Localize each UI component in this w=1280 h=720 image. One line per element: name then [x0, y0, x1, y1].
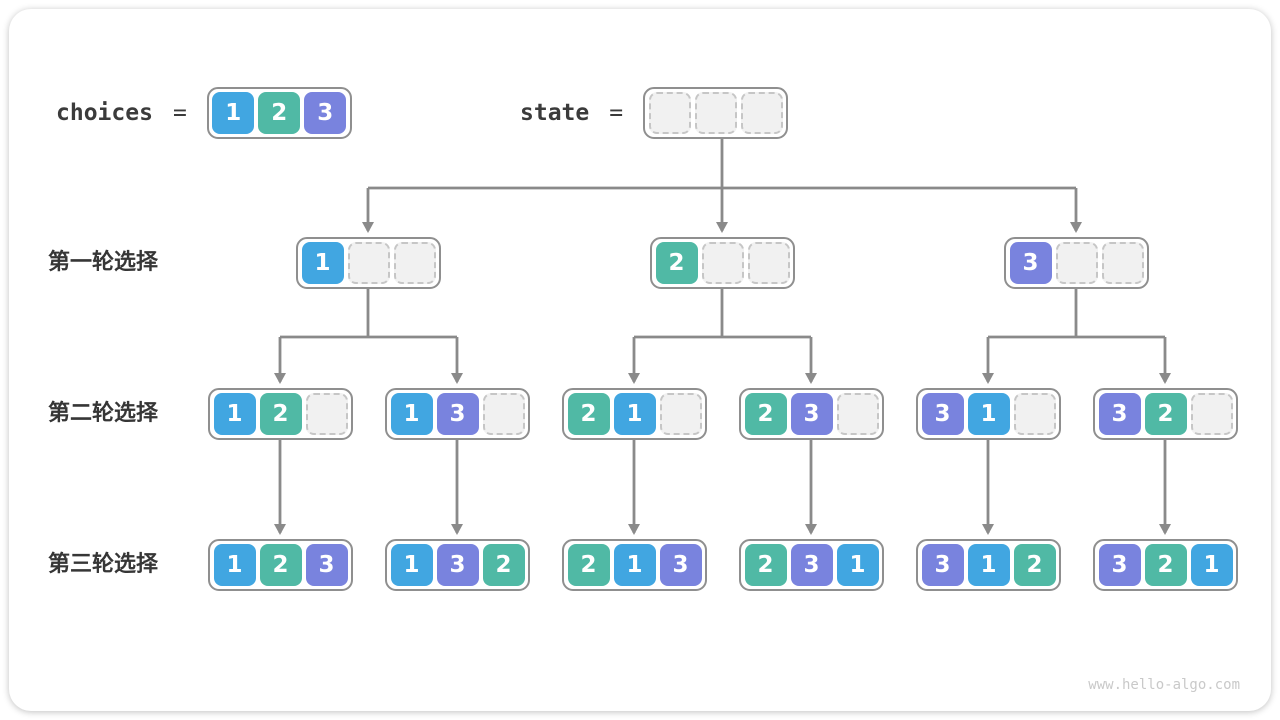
empty-cell	[659, 393, 702, 435]
cell-1: 1	[967, 544, 1010, 586]
cell-3: 3	[436, 544, 479, 586]
round-3-label: 第三轮选择	[48, 552, 159, 577]
cell-3: 3	[659, 544, 702, 586]
empty-cell	[1055, 242, 1098, 284]
round-2-label: 第二轮选择	[48, 401, 159, 426]
cell-2: 2	[259, 393, 302, 435]
cell-3: 3	[921, 544, 964, 586]
cell-3: 3	[1098, 393, 1141, 435]
array-box-3xx: 3	[1004, 237, 1149, 289]
cell-1: 1	[213, 393, 256, 435]
empty-cell	[347, 242, 390, 284]
watermark: www.hello-algo.com	[1088, 677, 1240, 693]
cell-1: 1	[390, 393, 433, 435]
state-array-box	[643, 87, 789, 139]
cell-1: 1	[967, 393, 1010, 435]
empty-cell	[482, 393, 525, 435]
cell-2: 2	[1013, 544, 1056, 586]
cell-1: 1	[1190, 544, 1233, 586]
cell-2: 2	[1144, 393, 1187, 435]
cell-3: 3	[921, 393, 964, 435]
empty-cell	[694, 92, 737, 134]
empty-cell	[701, 242, 744, 284]
empty-cell	[305, 393, 348, 435]
empty-cell	[747, 242, 790, 284]
equals-sign: =	[172, 100, 187, 126]
cell-3: 3	[1009, 242, 1052, 284]
cell-1: 1	[301, 242, 344, 284]
cell-2: 2	[1144, 544, 1187, 586]
cell-1: 1	[213, 544, 256, 586]
cell-3: 3	[304, 92, 347, 134]
cell-1: 1	[836, 544, 879, 586]
cell-2: 2	[482, 544, 525, 586]
cell-1: 1	[613, 544, 656, 586]
cell-1: 1	[390, 544, 433, 586]
state-group: state =	[520, 87, 789, 139]
cell-3: 3	[790, 544, 833, 586]
round-1-label: 第一轮选择	[48, 250, 159, 275]
equals-sign: =	[609, 100, 624, 126]
empty-cell	[1101, 242, 1144, 284]
cell-3: 3	[790, 393, 833, 435]
cell-2: 2	[567, 544, 610, 586]
cell-2: 2	[744, 393, 787, 435]
empty-cell	[740, 92, 783, 134]
cell-1: 1	[212, 92, 255, 134]
empty-cell	[648, 92, 691, 134]
cell-3: 3	[1098, 544, 1141, 586]
cell-2: 2	[567, 393, 610, 435]
cell-1: 1	[613, 393, 656, 435]
cell-2: 2	[655, 242, 698, 284]
state-label: state	[520, 100, 590, 126]
cell-2: 2	[259, 544, 302, 586]
empty-cell	[393, 242, 436, 284]
empty-cell	[836, 393, 879, 435]
choices-label: choices	[56, 100, 153, 126]
cell-2: 2	[258, 92, 301, 134]
empty-cell	[1013, 393, 1056, 435]
cell-3: 3	[436, 393, 479, 435]
cell-3: 3	[305, 544, 348, 586]
array-box-1xx: 1	[296, 237, 441, 289]
array-box-2xx: 2	[650, 237, 795, 289]
empty-cell	[1190, 393, 1233, 435]
cell-2: 2	[744, 544, 787, 586]
